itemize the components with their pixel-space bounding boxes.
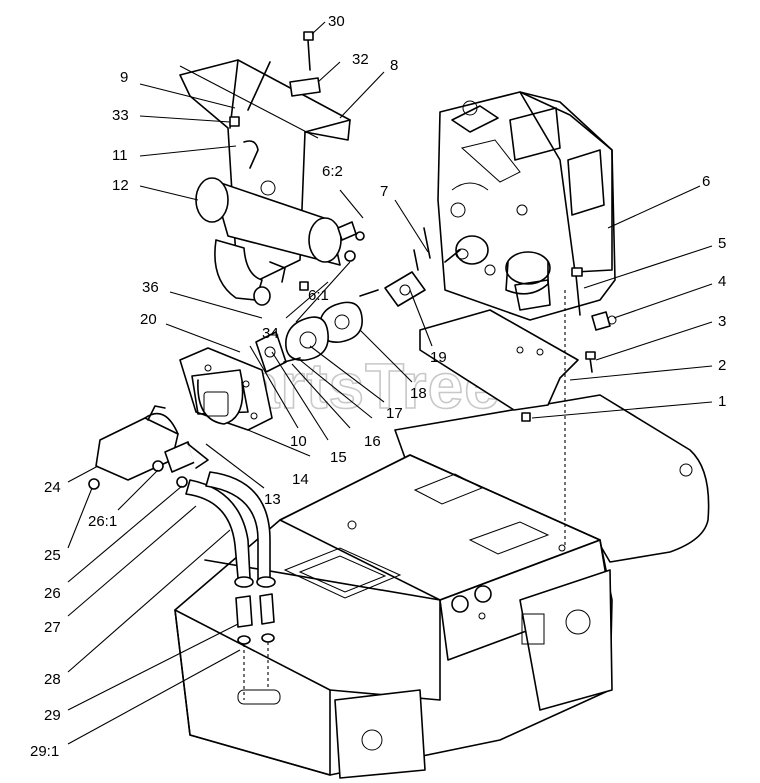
callout-10: 10 (290, 433, 307, 450)
callout-2: 2 (718, 357, 726, 374)
callout-6: 6 (702, 173, 710, 190)
callout-27: 27 (44, 619, 61, 636)
callout-34: 34 (262, 325, 279, 342)
callout-13: 13 (264, 491, 281, 508)
callout-36: 36 (142, 279, 159, 296)
callout-6-1: 6:1 (308, 287, 329, 304)
callout-3: 3 (718, 313, 726, 330)
callout-12: 12 (112, 177, 129, 194)
callout-4: 4 (718, 273, 726, 290)
callout-15: 15 (330, 449, 347, 466)
engine-hardware (521, 267, 617, 548)
callout-16: 16 (364, 433, 381, 450)
callout-30: 30 (328, 13, 345, 30)
engine-mount-plate (419, 309, 579, 411)
shield-hardware (229, 31, 321, 169)
callout-33: 33 (112, 107, 129, 124)
callout-17: 17 (386, 405, 403, 422)
callout-29: 29 (44, 707, 61, 724)
muffler (195, 177, 342, 306)
frame-chassis (174, 394, 710, 779)
callout-1: 1 (718, 393, 726, 410)
callout-28: 28 (44, 671, 61, 688)
callout-14: 14 (292, 471, 309, 488)
callout-19: 19 (430, 349, 447, 366)
callout-32: 32 (352, 51, 369, 68)
callout-11: 11 (112, 147, 128, 164)
callout-24: 24 (44, 479, 61, 496)
callout-20: 20 (140, 311, 157, 328)
callout-labels: 30 32 8 9 33 11 12 6:2 7 6 5 4 3 2 1 36 … (30, 13, 726, 760)
callout-26-1: 26:1 (88, 513, 117, 530)
callout-6-2: 6:2 (322, 163, 343, 180)
callout-8: 8 (390, 57, 398, 74)
callout-5: 5 (718, 235, 726, 252)
heat-exchanger-housing (179, 347, 273, 431)
callout-7: 7 (380, 183, 388, 200)
engine-assembly (437, 91, 616, 321)
callout-18: 18 (410, 385, 427, 402)
callout-9: 9 (120, 69, 128, 86)
pump-hose-assembly (88, 405, 276, 700)
callout-25: 25 (44, 547, 61, 564)
callout-29-1: 29:1 (30, 743, 59, 760)
leader-lines (67, 21, 713, 745)
callout-26: 26 (44, 585, 61, 602)
